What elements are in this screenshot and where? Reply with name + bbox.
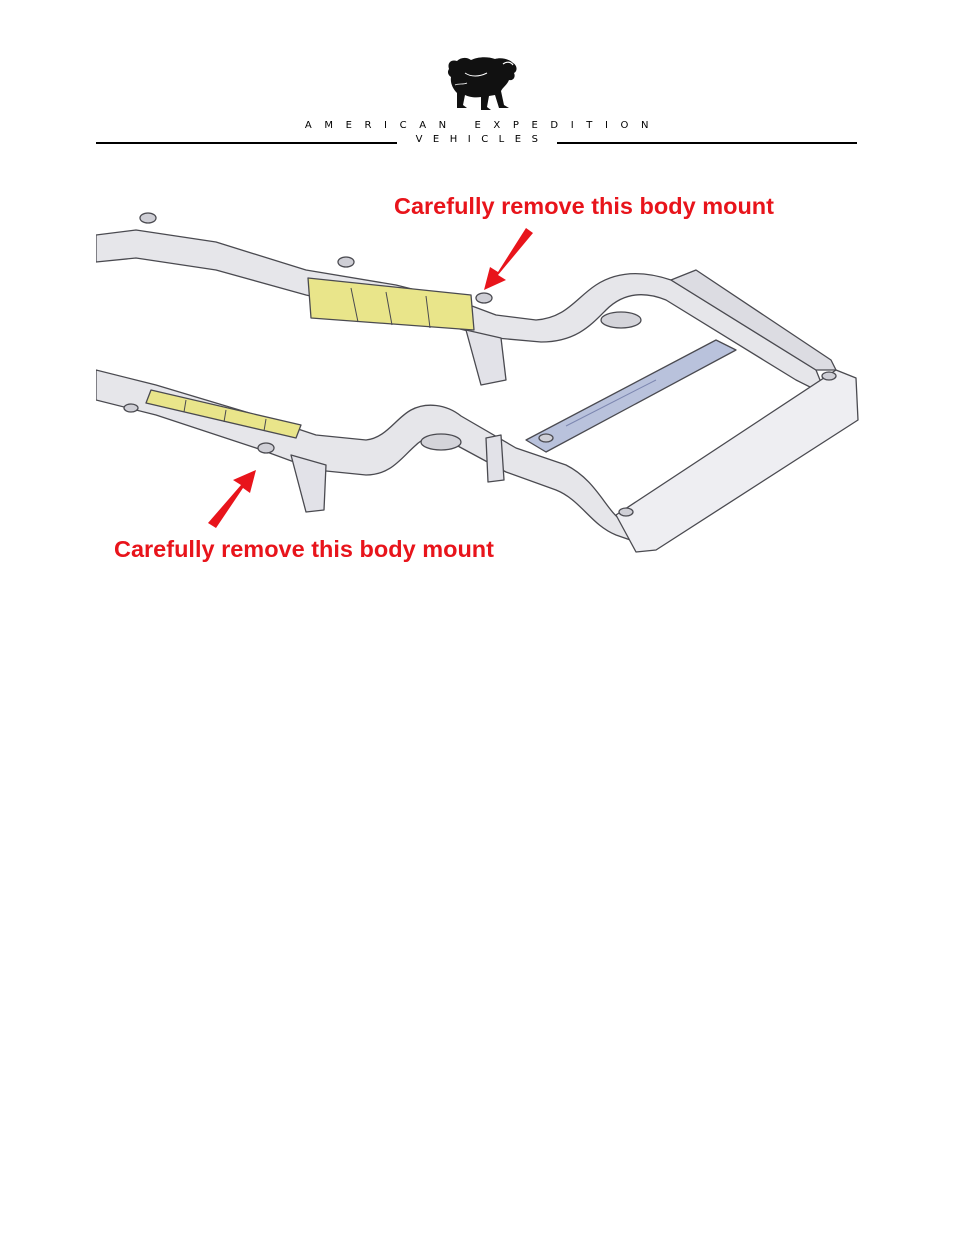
arrow-top [484, 228, 533, 290]
bull-logo-icon [443, 55, 519, 111]
callout-bottom: Carefully remove this body mount [114, 536, 494, 563]
lower-frame-rail [96, 370, 656, 542]
arrow-bottom [208, 470, 256, 528]
header-rule-right [557, 142, 857, 144]
brand-name-line1: AMERICAN EXPEDITION [0, 120, 954, 131]
brand-name-line2: VEHICLES [397, 134, 557, 145]
front-crossmember [616, 370, 858, 552]
center-crossmember [526, 340, 736, 452]
callout-top: Carefully remove this body mount [394, 193, 774, 220]
body-mount-upper [476, 293, 492, 303]
body-mount-lower [258, 443, 274, 453]
header-rule-left [96, 142, 397, 144]
frame-diagram [96, 190, 860, 565]
